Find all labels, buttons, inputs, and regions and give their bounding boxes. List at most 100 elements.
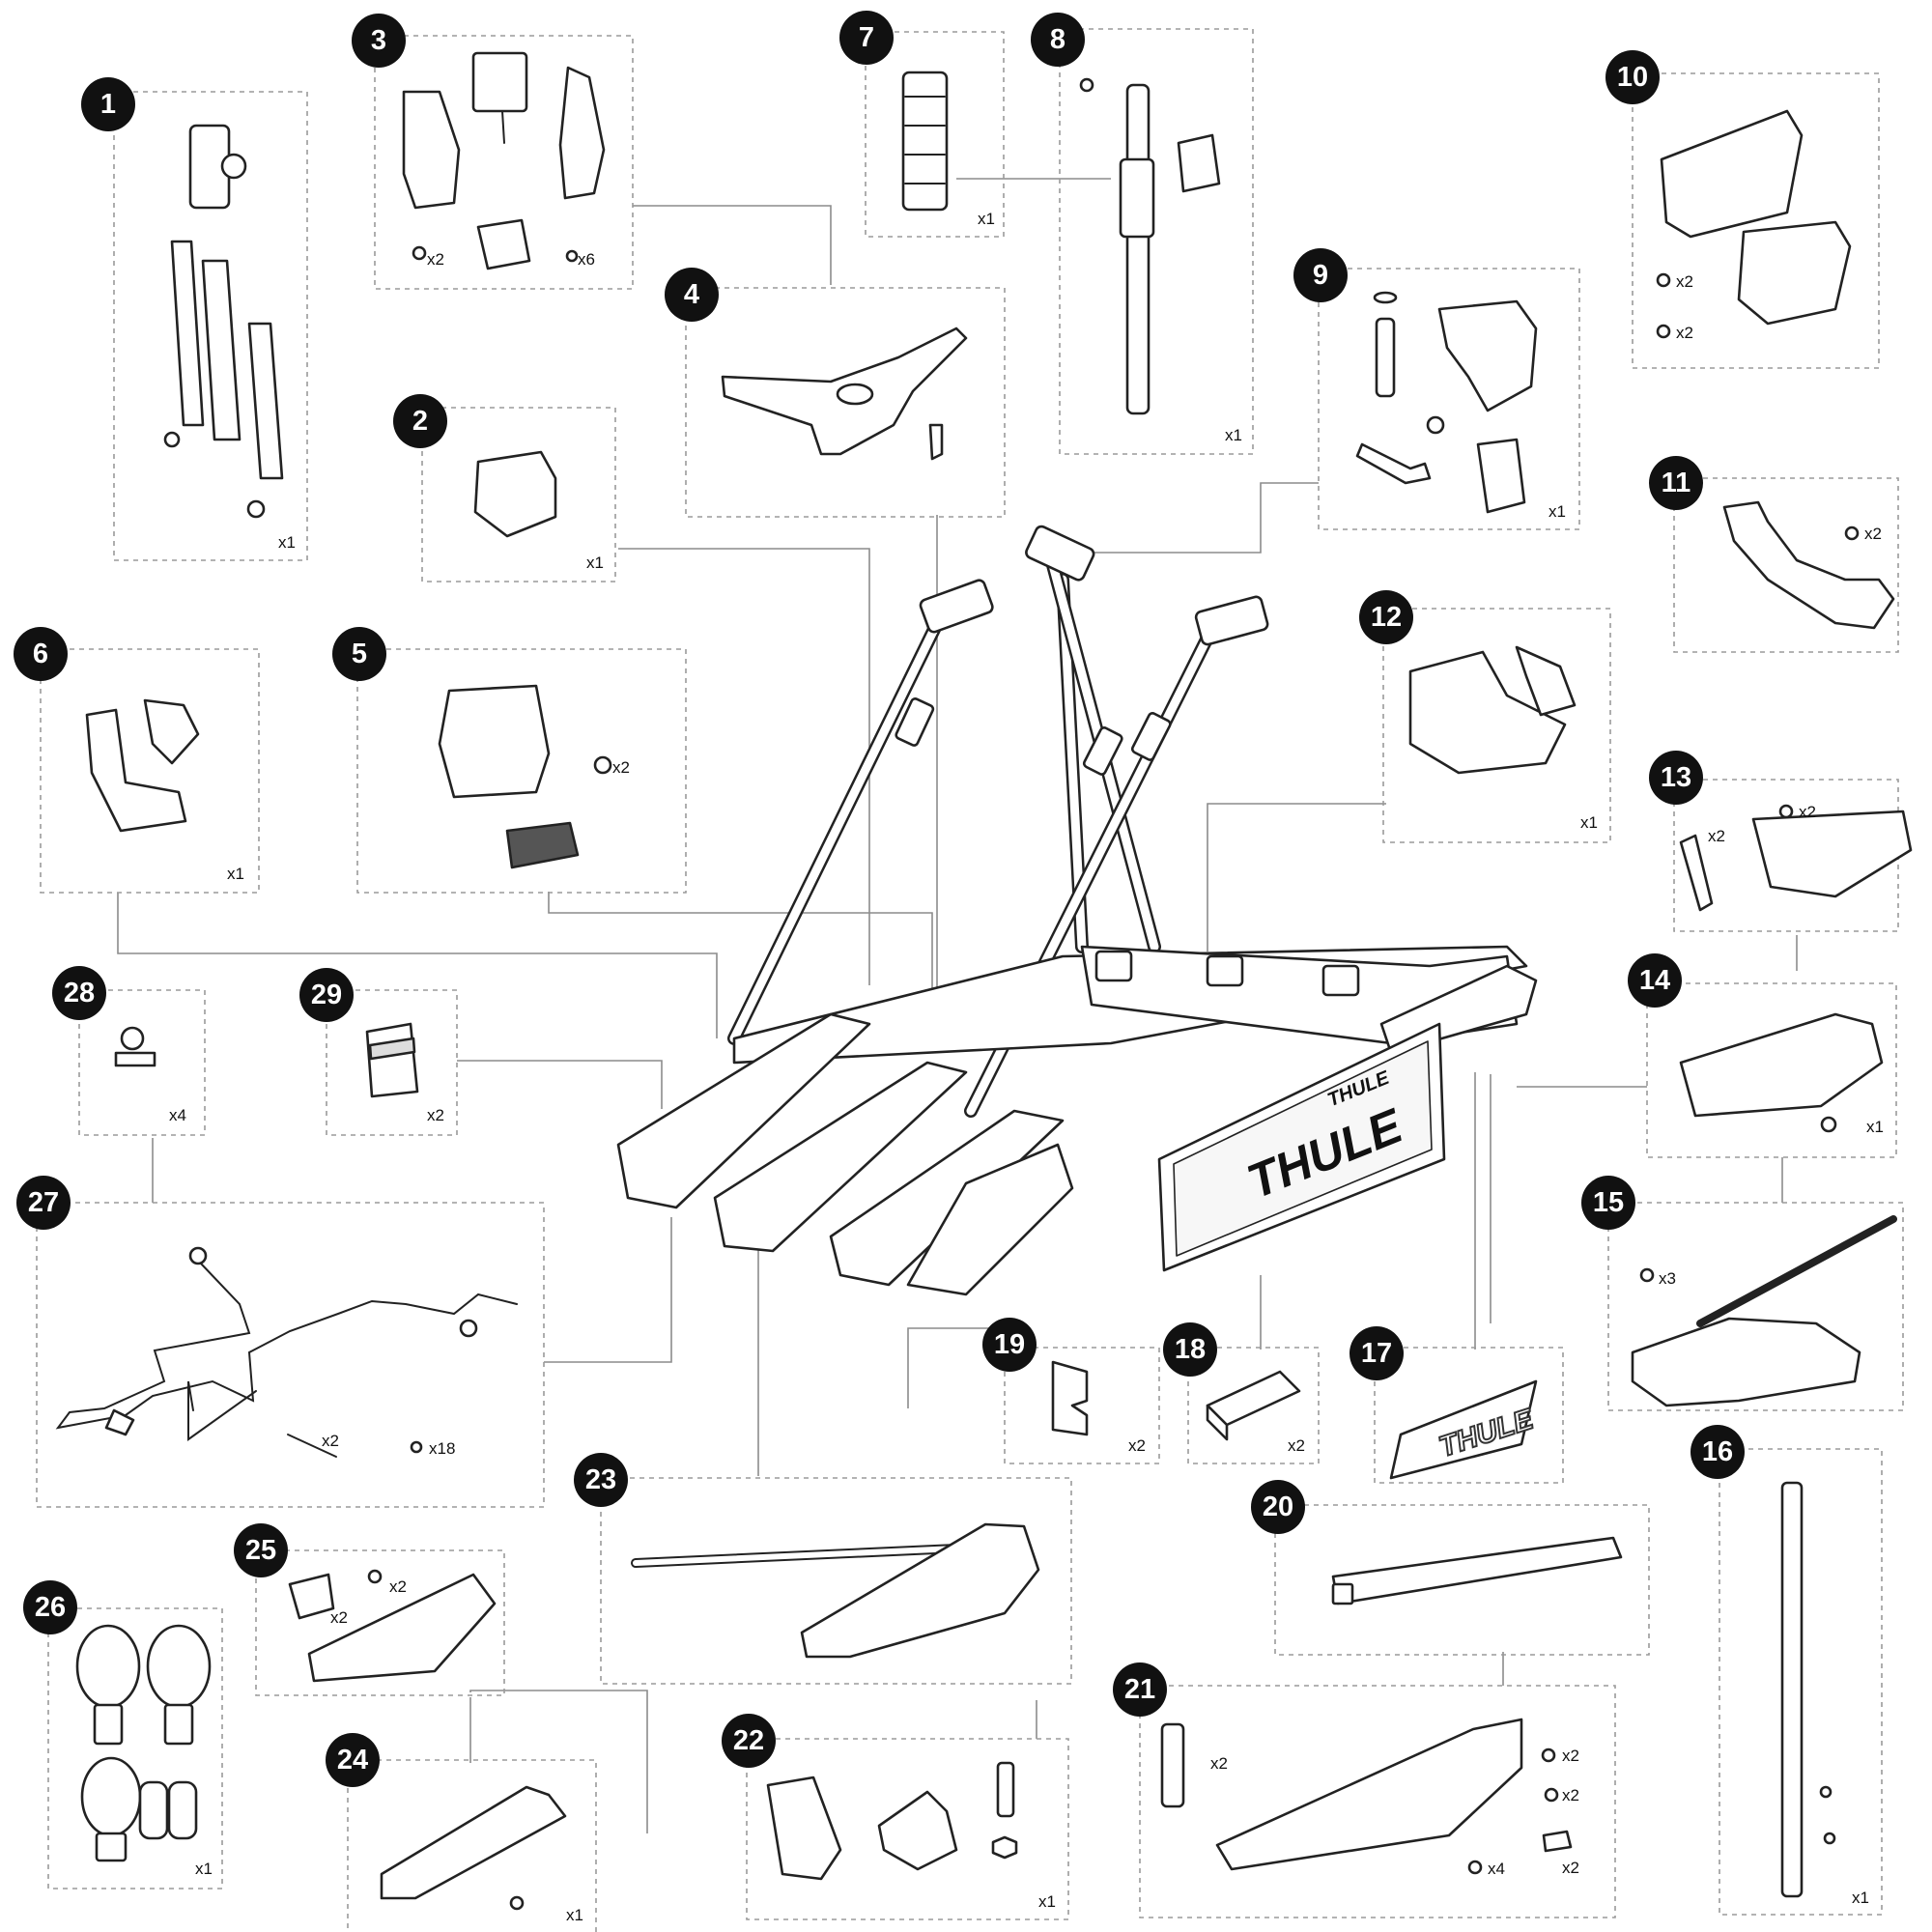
qty-part-22: x1	[1038, 1892, 1056, 1911]
callout-24-number: 24	[337, 1745, 368, 1776]
qty-part-13-b: x2	[1799, 803, 1816, 821]
part-19-illustration	[1051, 1360, 1089, 1436]
qty-part-21-e: x4	[1488, 1860, 1505, 1878]
qty-part-2: x1	[586, 554, 604, 572]
qty-part-26: x1	[195, 1860, 213, 1878]
qty-part-9: x1	[1548, 502, 1566, 521]
callout-13-number: 13	[1661, 762, 1691, 793]
qty-part-7: x1	[978, 210, 995, 228]
callout-29-number: 29	[311, 980, 342, 1010]
part-11-illustration	[1722, 500, 1895, 630]
callout-8-number: 8	[1050, 24, 1065, 55]
callout-22-number: 22	[733, 1725, 764, 1756]
callout-16: 16	[1690, 1425, 1745, 1479]
part-17-illustration	[1389, 1379, 1538, 1480]
qty-part-21-c: x2	[1562, 1786, 1579, 1804]
callout-26-number: 26	[35, 1592, 66, 1623]
callout-25-number: 25	[245, 1535, 276, 1566]
part-29-illustration	[365, 1022, 419, 1098]
qty-part-1: x1	[278, 533, 296, 552]
callout-10: 10	[1605, 50, 1660, 104]
callout-28: 28	[52, 966, 106, 1020]
part-2-illustration	[473, 450, 557, 538]
callout-1-number: 1	[100, 89, 116, 120]
qty-part-3-b: x6	[578, 250, 595, 269]
callout-22: 22	[722, 1714, 776, 1768]
qty-part-15: x3	[1659, 1269, 1676, 1288]
qty-part-21-b: x2	[1562, 1747, 1579, 1765]
callout-2-number: 2	[412, 406, 428, 437]
part-18-illustration	[1206, 1370, 1301, 1441]
callout-18-number: 18	[1175, 1334, 1206, 1365]
callout-15-number: 15	[1593, 1187, 1624, 1218]
connector-lines	[117, 178, 1798, 1833]
callout-18: 18	[1163, 1322, 1217, 1377]
part-10-illustration	[1656, 109, 1852, 339]
callout-5-number: 5	[352, 639, 367, 669]
part-5-illustration	[438, 684, 612, 869]
callout-26: 26	[23, 1580, 77, 1634]
qty-part-12: x1	[1580, 813, 1598, 832]
qty-part-11: x2	[1864, 525, 1882, 543]
part-27-illustration	[55, 1246, 518, 1458]
bike-carrier-assembly	[616, 525, 1538, 1296]
callout-23: 23	[574, 1453, 628, 1507]
qty-part-29: x2	[427, 1106, 444, 1124]
callout-11: 11	[1649, 456, 1703, 510]
qty-part-27-a: x2	[322, 1432, 339, 1450]
callout-21-number: 21	[1124, 1674, 1155, 1705]
part-3-illustration	[402, 51, 606, 270]
qty-part-27-b: x18	[429, 1439, 455, 1458]
qty-part-16: x1	[1852, 1889, 1869, 1907]
callout-12-number: 12	[1371, 602, 1402, 633]
callout-17: 17	[1350, 1326, 1404, 1380]
callout-8: 8	[1031, 13, 1085, 67]
callout-3-number: 3	[371, 25, 386, 56]
qty-part-25-a: x2	[330, 1608, 348, 1627]
callout-27-number: 27	[28, 1187, 59, 1218]
qty-part-21-d: x2	[1562, 1859, 1579, 1877]
qty-part-28: x4	[169, 1106, 186, 1124]
part-22-illustration	[766, 1761, 1018, 1881]
qty-part-24: x1	[566, 1906, 583, 1924]
callout-4-number: 4	[684, 279, 699, 310]
part-7-illustration	[901, 71, 949, 212]
qty-part-6: x1	[227, 865, 244, 883]
callout-13: 13	[1649, 751, 1703, 805]
qty-part-18: x2	[1288, 1436, 1305, 1455]
part-26-illustration	[75, 1624, 212, 1862]
callout-3: 3	[352, 14, 406, 68]
callout-14: 14	[1628, 953, 1682, 1008]
qty-part-19: x2	[1128, 1436, 1146, 1455]
callout-14-number: 14	[1639, 965, 1670, 996]
callout-6-number: 6	[33, 639, 48, 669]
qty-part-5: x2	[612, 758, 630, 777]
part-1-illustration	[163, 124, 284, 519]
callout-12: 12	[1359, 590, 1413, 644]
part-15-illustration	[1631, 1215, 1897, 1407]
part-8-illustration	[1079, 77, 1221, 415]
callout-11-number: 11	[1662, 468, 1691, 498]
callout-2: 2	[393, 394, 447, 448]
callout-20-number: 20	[1263, 1492, 1293, 1522]
part-12-illustration	[1408, 645, 1577, 775]
callout-15: 15	[1581, 1176, 1635, 1230]
callout-28-number: 28	[64, 978, 95, 1009]
qty-part-10-b: x2	[1676, 324, 1693, 342]
part-21-illustration	[1160, 1718, 1573, 1875]
callout-19-number: 19	[994, 1329, 1025, 1360]
callout-9-number: 9	[1313, 260, 1328, 291]
part-25-illustration	[288, 1569, 497, 1683]
part-4-illustration	[721, 327, 968, 461]
callout-6: 6	[14, 627, 68, 681]
part-23-illustration	[631, 1522, 1040, 1659]
part-6-illustration	[85, 698, 200, 833]
part-9-illustration	[1355, 291, 1538, 514]
callout-23-number: 23	[585, 1464, 616, 1495]
callout-29: 29	[299, 968, 354, 1022]
qty-part-21-a: x2	[1210, 1754, 1228, 1773]
callout-27: 27	[16, 1176, 71, 1230]
callout-10-number: 10	[1617, 62, 1648, 93]
callout-21: 21	[1113, 1662, 1167, 1717]
